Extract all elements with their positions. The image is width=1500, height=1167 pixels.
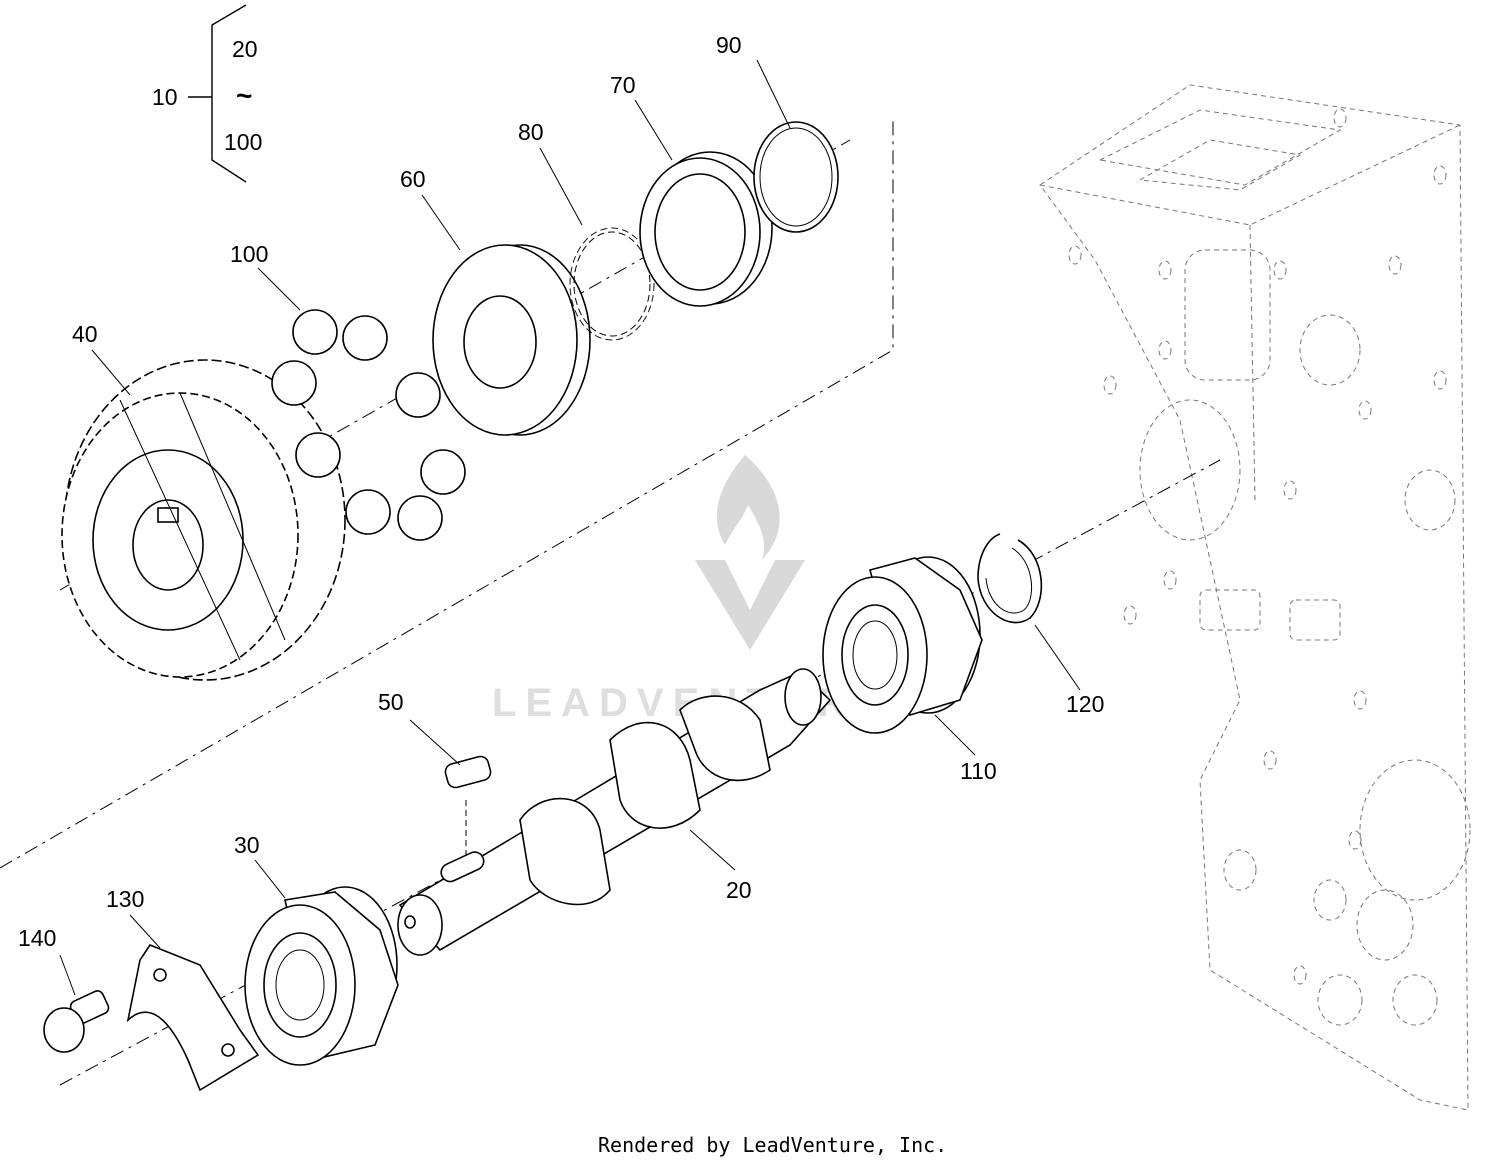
callout-range-sep: ~ <box>236 80 252 111</box>
shaft <box>397 668 832 956</box>
roller-bearing-left <box>244 886 399 1066</box>
callout-20: 20 <box>726 877 752 903</box>
engine-block-outline <box>1039 84 1471 1111</box>
callout-100: 100 <box>230 241 268 267</box>
ball-set-large <box>271 309 466 541</box>
callout-30: 30 <box>234 832 260 858</box>
shaft-key <box>444 755 492 860</box>
callout-90: 90 <box>716 32 742 58</box>
callout-range-start: 20 <box>232 36 258 62</box>
callout-140: 140 <box>18 925 56 951</box>
callout-130: 130 <box>106 886 144 912</box>
callout-labels: 10 20 ~ 100 90 70 80 60 100 40 50 30 130… <box>18 32 1104 951</box>
circlip <box>977 533 1043 624</box>
thrust-washer <box>432 244 591 436</box>
retaining-plate <box>126 944 260 1092</box>
callout-80: 80 <box>518 119 544 145</box>
callout-120: 120 <box>1066 691 1104 717</box>
callout-110: 110 <box>960 758 997 784</box>
ball-cage-small <box>569 227 655 341</box>
callout-70: 70 <box>610 72 636 98</box>
bolt <box>43 990 110 1053</box>
callout-range-end: 100 <box>224 129 262 155</box>
leader-lines <box>59 59 1081 996</box>
snap-ring <box>753 121 839 233</box>
roller-bearing-right <box>822 556 983 734</box>
callout-50: 50 <box>378 689 404 715</box>
retainer-cup <box>639 151 773 307</box>
assembly-bracket <box>188 4 247 183</box>
callout-10: 10 <box>152 84 178 110</box>
callout-60: 60 <box>400 166 426 192</box>
callout-40: 40 <box>72 321 98 347</box>
helical-gear <box>61 359 346 681</box>
footer-credit: Rendered by LeadVenture, Inc. <box>598 1133 947 1157</box>
